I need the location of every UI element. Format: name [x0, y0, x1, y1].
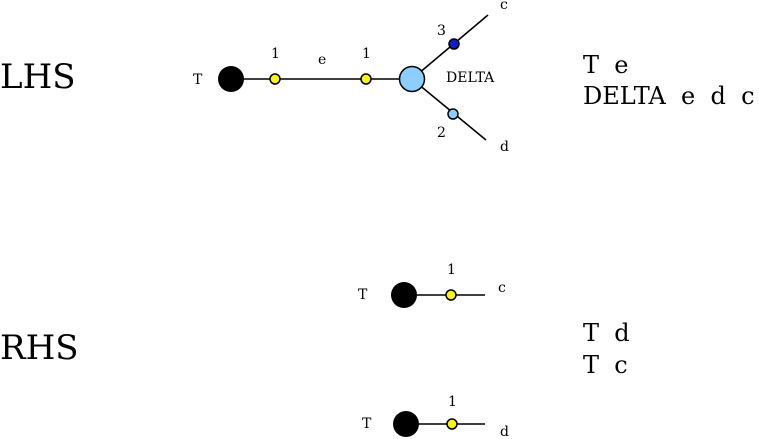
- lhs-edge-d: [411, 78, 487, 141]
- lhs-delta-node: [398, 65, 426, 93]
- rhs-bottom-port-label: 1: [448, 394, 457, 410]
- lhs-port-left: [269, 73, 281, 85]
- lhs-port-2: [447, 108, 459, 120]
- lhs-heading: LHS: [0, 57, 76, 97]
- rhs-rule-1: T d: [583, 319, 630, 347]
- lhs-port1-left-label: 1: [271, 46, 280, 62]
- lhs-port-right: [360, 73, 372, 85]
- rhs-bottom-t-label: T: [362, 416, 372, 432]
- rhs-heading: RHS: [0, 328, 79, 368]
- lhs-leg-d-label: d: [500, 139, 509, 155]
- lhs-rule-1: T e: [583, 51, 628, 79]
- lhs-rule-2: DELTA e d c: [583, 82, 755, 110]
- lhs-port3-label: 3: [437, 23, 446, 39]
- lhs-tensor-node: [218, 66, 244, 92]
- lhs-port2-label: 2: [437, 125, 446, 141]
- rhs-top-port: [445, 289, 457, 301]
- rhs-top-leg-label: c: [498, 280, 506, 296]
- rhs-rule-2: T c: [583, 351, 628, 379]
- rhs-top-port-label: 1: [447, 262, 456, 278]
- lhs-edge-e-label: e: [318, 52, 326, 68]
- lhs-delta-label: DELTA: [446, 70, 495, 86]
- lhs-port-3: [448, 38, 460, 50]
- lhs-t-label: T: [193, 72, 203, 88]
- lhs-port1-right-label: 1: [362, 46, 371, 62]
- rhs-top-tensor-node: [391, 282, 417, 308]
- rhs-top-t-label: T: [358, 287, 368, 303]
- rhs-bottom-port: [446, 418, 458, 430]
- lhs-leg-c-label: c: [500, 0, 508, 13]
- rhs-bottom-leg-label: d: [500, 424, 509, 439]
- rhs-bottom-tensor-node: [393, 411, 419, 437]
